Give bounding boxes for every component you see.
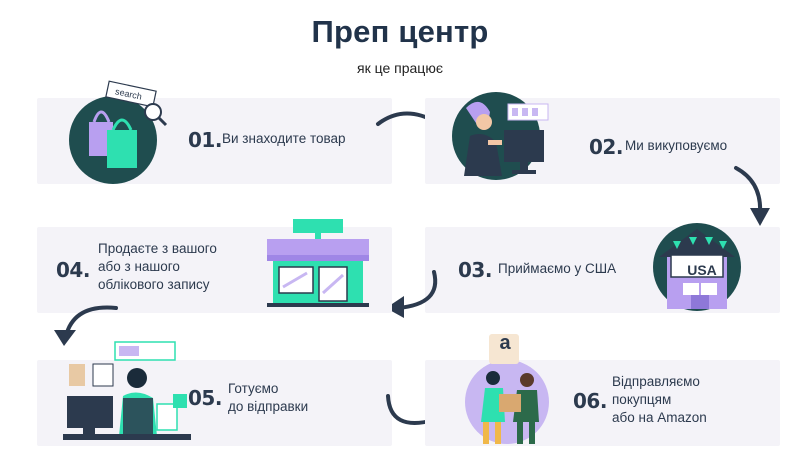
step-number-4: 04. xyxy=(56,258,90,282)
step-text-1: Ви знаходите товар xyxy=(222,131,346,146)
step-card-2: 02. Ми викуповуємо xyxy=(425,92,780,184)
usa-warehouse-icon xyxy=(653,223,741,311)
page-subtitle: як це працює xyxy=(357,60,443,76)
flow-arrow-2-3 xyxy=(734,166,770,226)
step-number-6: 06. xyxy=(573,389,607,413)
step-card-5: 05. Готуємо до відправки xyxy=(37,341,392,446)
step-text-6: Відправляємо покупцям або на Amazon xyxy=(612,374,707,425)
delivery-people-icon xyxy=(465,334,549,444)
step-card-1: search 01. Ви знаходите товар xyxy=(37,80,392,184)
step-text-5: Готуємо до відправки xyxy=(228,381,309,414)
step-text-2: Ми викуповуємо xyxy=(625,138,728,153)
step-card-3: 03. Приймаємо у США USA xyxy=(425,223,780,313)
flow-arrow-4-5 xyxy=(54,305,118,346)
office-worker-icon xyxy=(63,341,191,440)
storefront-icon xyxy=(267,219,369,307)
step-number-3: 03. xyxy=(458,258,492,282)
step-number-1: 01. xyxy=(188,128,222,152)
step-number-5: 05. xyxy=(188,386,222,410)
step-text-3: Приймаємо у США xyxy=(498,261,617,276)
step-text-4: Продаєте з вашого або з нашого обліковог… xyxy=(98,241,217,292)
flow-arrow-3-4 xyxy=(386,270,438,318)
amazon-logo-letter: a xyxy=(499,332,511,354)
person-computer-icon xyxy=(452,92,549,180)
page-title: Преп центр xyxy=(311,14,489,49)
step-number-2: 02. xyxy=(589,135,623,159)
step-card-6: a 06. Відправляємо покупцям або на Amazo… xyxy=(425,332,780,446)
usa-sign-label: USA xyxy=(687,262,717,278)
step-card-4: 04. Продаєте з вашого або з нашого облік… xyxy=(37,219,392,313)
shopping-search-icon xyxy=(69,80,168,184)
